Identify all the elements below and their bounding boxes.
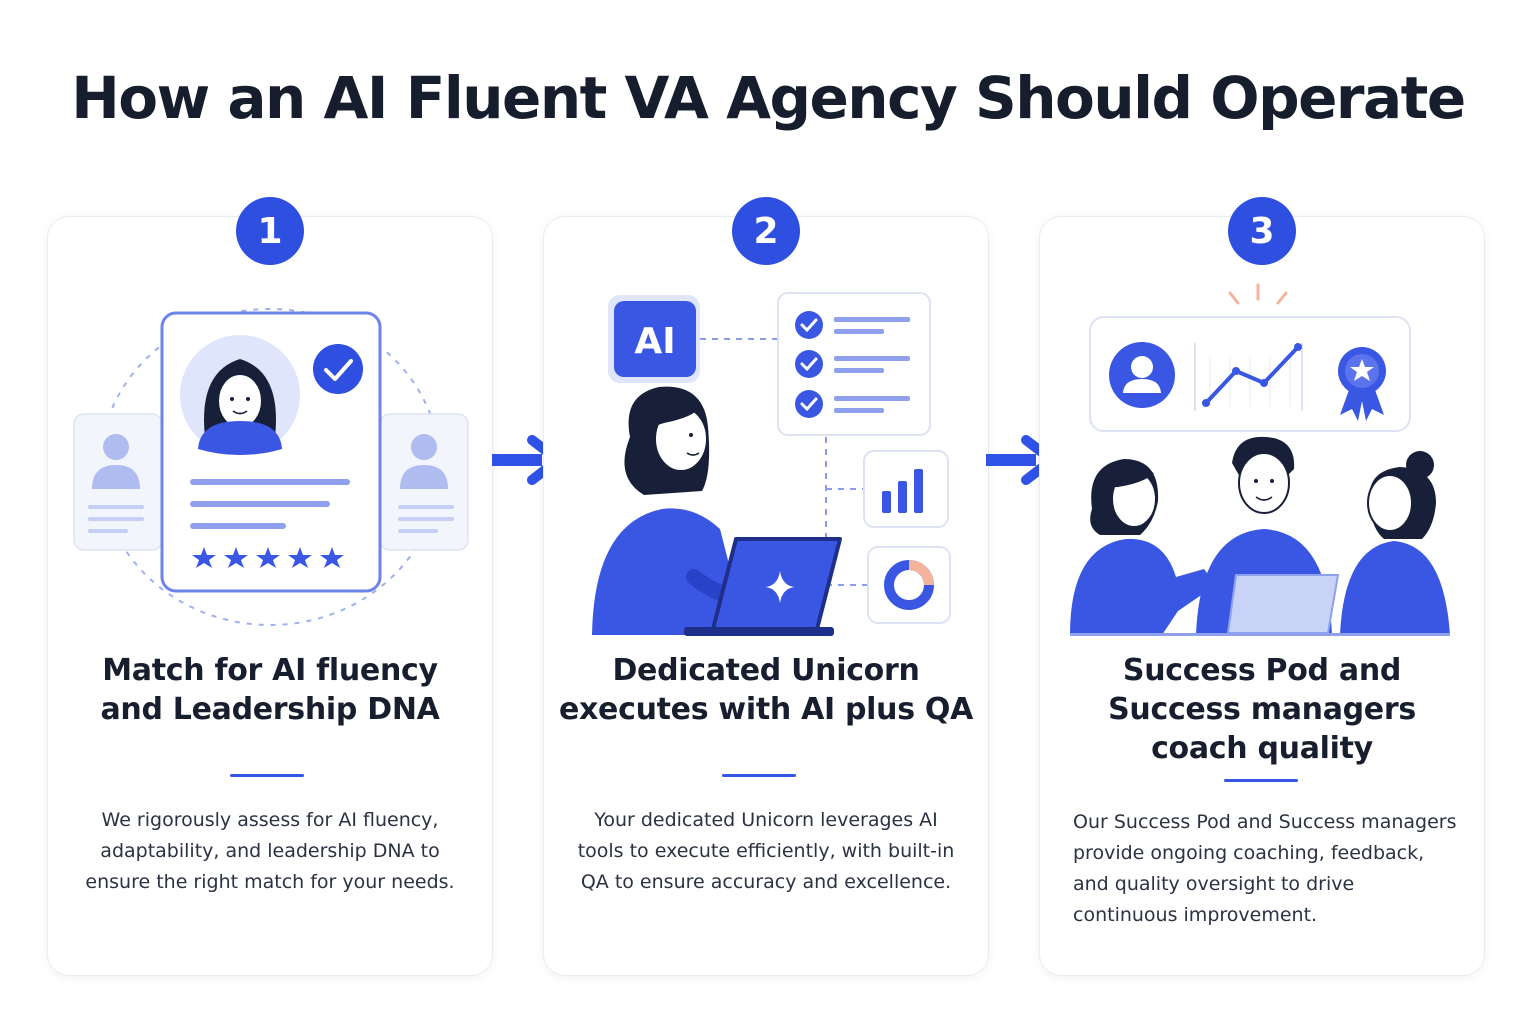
- ai-badge-icon: AI: [608, 295, 700, 383]
- description-line: continuous improvement.: [1073, 904, 1318, 926]
- ai-badge-text: AI: [634, 321, 675, 362]
- description-line: tools to execute efficiently, with built…: [577, 840, 955, 862]
- team-of-three-icon: [1070, 436, 1450, 636]
- description-line: and quality oversight to drive: [1073, 873, 1355, 895]
- step-title-line: coach quality: [1151, 731, 1373, 766]
- side-profile-card-icon: [379, 413, 469, 551]
- step-title-line: and Leadership DNA: [100, 692, 440, 727]
- step-title-line: Success Pod and: [1122, 653, 1402, 688]
- five-star-rating-icon: [192, 547, 344, 568]
- step-card-3: 3: [1039, 197, 1485, 976]
- line-chart-icon: [1202, 343, 1302, 407]
- divider: [230, 774, 304, 777]
- description-line: adaptability, and leadership DNA to: [100, 840, 440, 862]
- user-avatar-icon: [1109, 342, 1175, 408]
- step-description: Your dedicated Unicorn leverages AI tool…: [562, 805, 970, 898]
- step-card-2: 2 AI: [543, 197, 989, 976]
- divider: [1224, 779, 1298, 782]
- ai-execution-illustration: AI: [592, 292, 951, 636]
- step-card-1: 1: [47, 197, 493, 976]
- step-number-badge: 3: [1228, 197, 1296, 265]
- description-line: Our Success Pod and Success managers: [1073, 811, 1457, 833]
- description-line: ensure the right match for your needs.: [85, 871, 455, 893]
- candidate-match-illustration: [73, 308, 469, 626]
- bar-chart-icon: [863, 450, 949, 528]
- person-at-laptop-icon: [592, 386, 768, 635]
- candidate-profile-card-icon: [160, 311, 382, 593]
- step-title-line: Dedicated Unicorn: [612, 653, 920, 688]
- step-description: Our Success Pod and Success managers pro…: [1073, 807, 1464, 931]
- divider: [722, 774, 796, 777]
- step-title: Match for AI fluency and Leadership DNA: [58, 651, 482, 729]
- description-line: Your dedicated Unicorn leverages AI: [594, 809, 938, 831]
- step-description: We rigorously assess for AI fluency, ada…: [66, 805, 474, 898]
- step-number-badge: 1: [236, 197, 304, 265]
- donut-chart-icon: [867, 546, 951, 624]
- description-line: QA to ensure accuracy and excellence.: [580, 871, 952, 893]
- step-title-line: Match for AI fluency: [102, 653, 438, 688]
- laptop-sparkle-icon: [684, 537, 842, 636]
- award-ribbon-icon: [1338, 347, 1386, 421]
- description-line: provide ongoing coaching, feedback,: [1073, 842, 1425, 864]
- step-number-badge: 2: [732, 197, 800, 265]
- step-title-line: executes with AI plus QA: [558, 692, 974, 727]
- success-pod-illustration: [1070, 283, 1450, 636]
- step-title: Dedicated Unicorn executes with AI plus …: [554, 651, 978, 729]
- checkmark-badge-icon: [313, 344, 363, 394]
- side-profile-card-icon: [73, 413, 163, 551]
- highlight-burst-icon: [1228, 283, 1288, 305]
- description-line: We rigorously assess for AI fluency,: [101, 809, 439, 831]
- checklist-icon: [777, 292, 931, 436]
- page-title: How an AI Fluent VA Agency Should Operat…: [71, 64, 1466, 132]
- step-title-line: Success managers: [1108, 692, 1416, 727]
- step-title: Success Pod and Success managers coach q…: [1050, 651, 1474, 768]
